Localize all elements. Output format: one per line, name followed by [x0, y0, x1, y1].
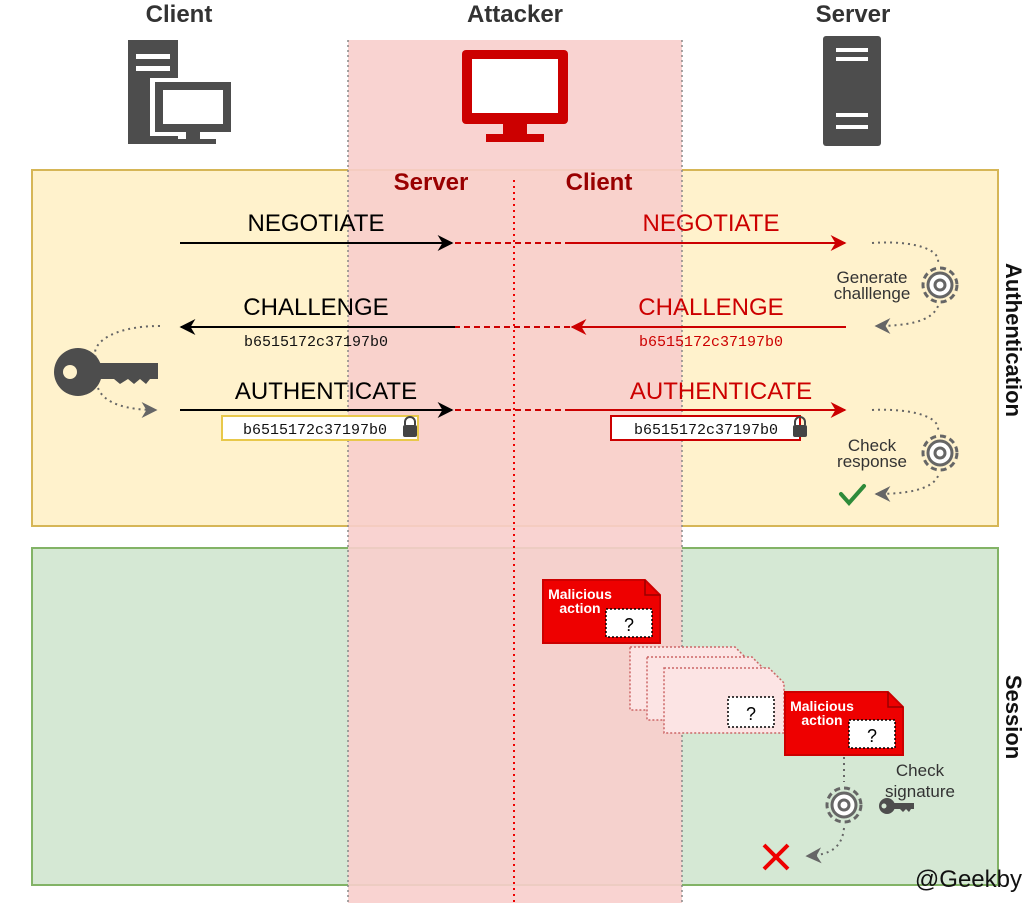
auth-hash-client: b6515172c37197b0 [243, 422, 387, 439]
generate-loop-bottom [874, 305, 939, 334]
checkmark-icon [839, 484, 866, 507]
key-icon [54, 348, 158, 396]
generate-loop-top [871, 241, 940, 263]
client-computer-icon [128, 40, 234, 144]
author-credit: @Geekby [915, 866, 1022, 893]
attacker-zone [348, 40, 682, 903]
server-header: Server [816, 1, 891, 28]
signature-fail-loop [805, 827, 845, 864]
client-loop-top [93, 325, 161, 359]
authentication-label: Authentication [1001, 263, 1026, 417]
malicious-action-doc: Malicious action ? [784, 691, 904, 756]
svg-text:action: action [801, 712, 842, 728]
attacker-monitor-icon [462, 50, 568, 142]
generate-label-1: Generate [837, 268, 908, 287]
check-response-label-2: response [837, 452, 907, 471]
attacker-client-role: Client [566, 169, 633, 196]
negotiate-label-client: NEGOTIATE [248, 210, 385, 237]
check-signature-label-1: Check [896, 761, 945, 780]
generate-label-2: challlenge [834, 284, 911, 303]
svg-text:Malicious: Malicious [548, 586, 612, 602]
challenge-hash-attacker: b6515172c37197b0 [639, 334, 783, 351]
close-icon [762, 843, 790, 871]
svg-text:Malicious: Malicious [790, 698, 854, 714]
client-header: Client [146, 1, 213, 28]
authenticate-label-attacker: AUTHENTICATE [630, 378, 812, 405]
svg-text:?: ? [867, 726, 877, 746]
svg-text:?: ? [624, 615, 634, 635]
session-label: Session [1001, 675, 1026, 759]
server-tower-icon [823, 36, 881, 146]
lock-icon [793, 416, 807, 437]
check-loop-top [871, 408, 940, 431]
check-response-label-1: Check [848, 436, 897, 455]
auth-box-attacker [610, 415, 801, 441]
attacker-header: Attacker [467, 1, 563, 28]
authenticate-label-client: AUTHENTICATE [235, 378, 417, 405]
auth-box-client [221, 415, 419, 441]
auth-hash-attacker: b6515172c37197b0 [634, 422, 778, 439]
svg-text:?: ? [746, 704, 756, 724]
challenge-hash-client: b6515172c37197b0 [244, 334, 388, 351]
challenge-label-attacker: CHALLENGE [638, 294, 783, 321]
lock-icon [403, 416, 417, 437]
negotiate-label-attacker: NEGOTIATE [643, 210, 780, 237]
malicious-action-doc: Malicious action ? [542, 579, 661, 644]
check-signature-label-2: signature [885, 782, 955, 801]
challenge-label-client: CHALLENGE [243, 294, 388, 321]
svg-text:action: action [559, 600, 600, 616]
attacker-server-role: Server [394, 169, 469, 196]
replayed-request-stack: ? [629, 646, 785, 734]
key-icon [879, 798, 914, 814]
